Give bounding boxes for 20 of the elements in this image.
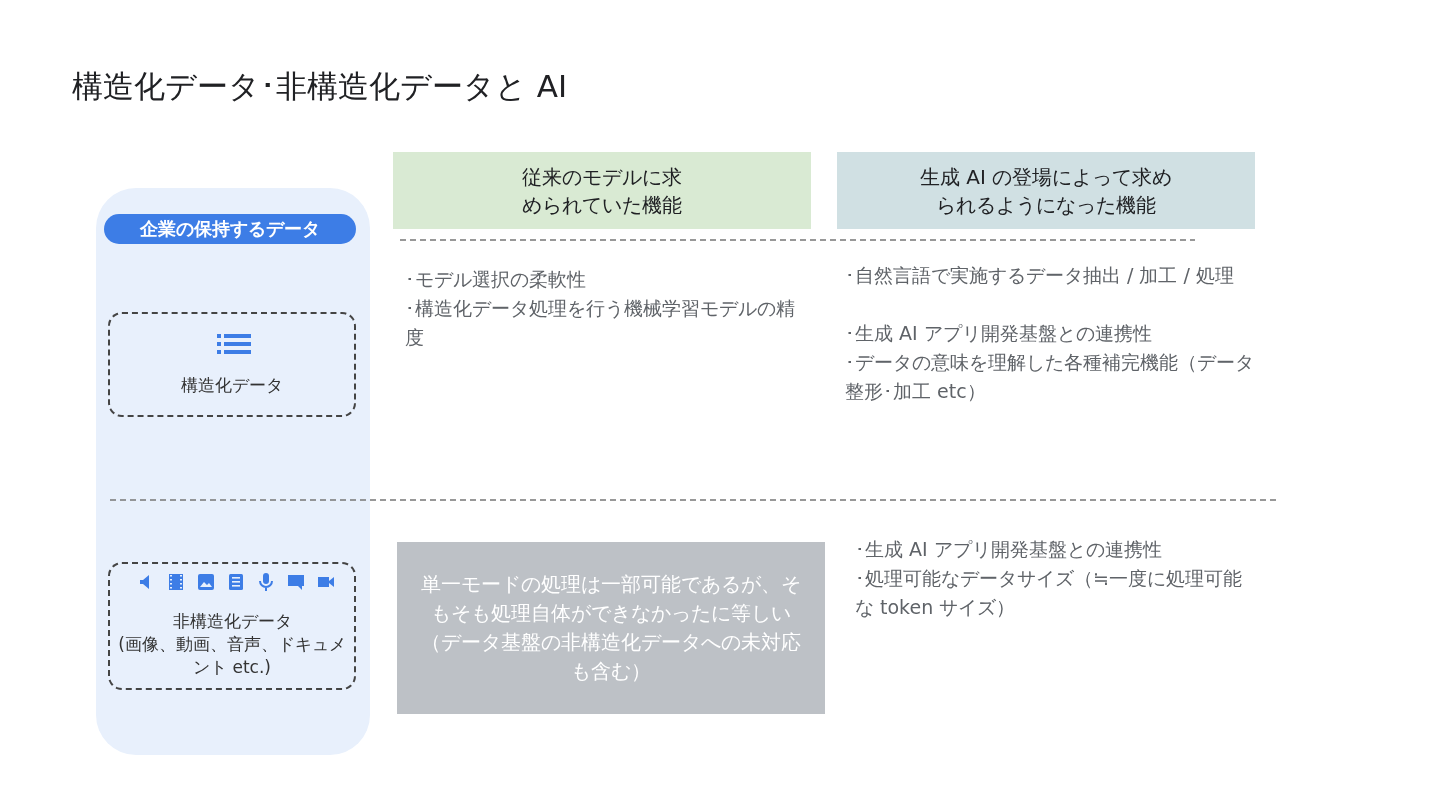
node-text: 構造化データ: [180, 374, 284, 397]
bullet-text: ･自然言語で実施するデータ抽出 / 加工 / 処理: [845, 263, 1235, 288]
title: 構造化データ･非構造化データと AI: [72, 67, 568, 106]
node-subtext: (画像、動画、音声、ドキュメント etc.): [117, 632, 347, 679]
bullet-text: ･生成 AI アプリ開発基盤との連携性: [855, 537, 1163, 562]
node-text: 非構造化データ: [171, 610, 293, 633]
bullet-text: ･処理可能なデータサイズ（≒一度に処理可能な token サイズ）: [855, 566, 1243, 620]
bullet-text: ･生成 AI アプリ開発基盤との連携性: [845, 321, 1153, 346]
note-box: [397, 542, 825, 714]
node-text: 単一モードの処理は一部可能であるが、そもそも処理自体ができなかったに等しい: [420, 571, 802, 627]
bullet-text: ･データの意味を理解した各種補完機能（データ整形･加工 etc）: [845, 350, 1255, 404]
column-header: 従来のモデルに求められていた機能: [393, 152, 811, 229]
bullet-text: ･モデル選択の柔軟性: [405, 267, 587, 292]
column-panel: [96, 188, 370, 755]
node-subtext: （データ基盤の非構造化データへの未対応も含む）: [420, 629, 802, 685]
data-category-box: [108, 312, 356, 417]
bullet-text: ･構造化データ処理を行う機械学習モデルの精度: [405, 296, 796, 350]
data-category-box: [108, 562, 356, 690]
heading-pill: 企業の保持するデータ: [104, 214, 356, 244]
column-header: 生成 AI の登場によって求められるようになった機能: [837, 152, 1255, 229]
